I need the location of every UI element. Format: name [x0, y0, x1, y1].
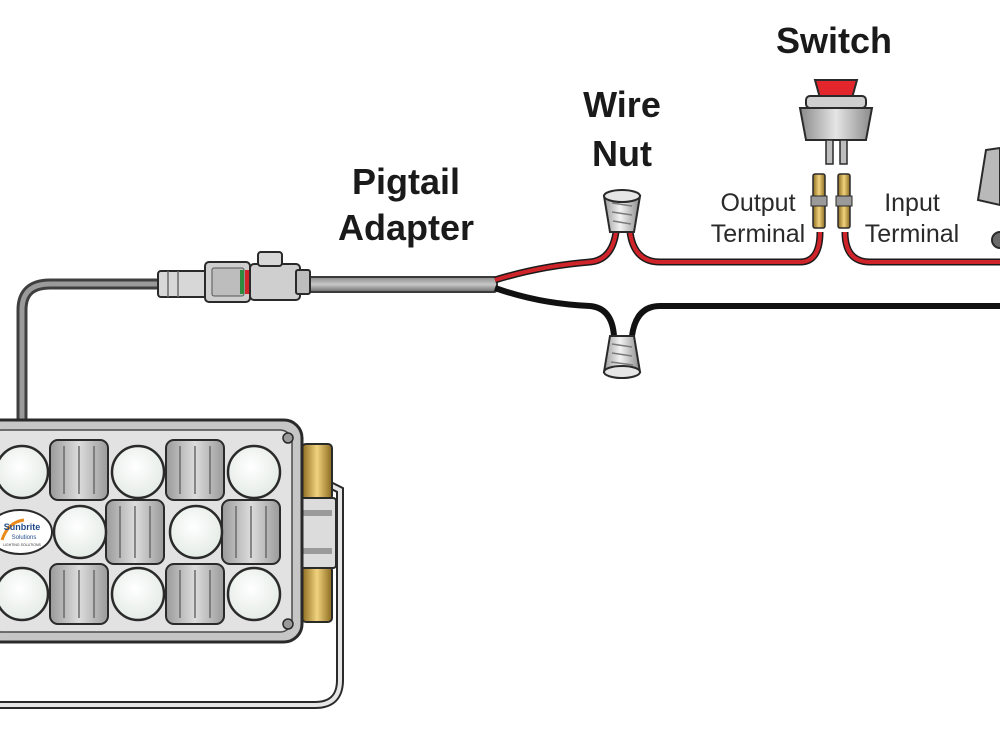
wire-nut-top [602, 189, 642, 233]
label-wire-nut-line2: Nut [592, 133, 652, 174]
label-input-line2: Terminal [865, 220, 959, 248]
logo-line1: Sunbrite [4, 522, 41, 532]
pigtail-cable [304, 276, 498, 293]
pigtail-connector [157, 251, 311, 303]
logo-tagline: LIGHTING SOLUTIONS [3, 543, 41, 547]
label-pigtail-line2: Adapter [338, 207, 474, 248]
sunbrite-logo: Sunbrite Solutions LIGHTING SOLUTIONS [0, 509, 53, 555]
label-output-line1: Output [720, 189, 795, 217]
positive-wire-red [493, 231, 1000, 284]
label-output-line2: Terminal [711, 220, 805, 248]
label-switch: Switch [776, 20, 892, 61]
label-input-line1: Input [884, 189, 940, 217]
label-wire-nut-line1: Wire [583, 84, 661, 125]
rocker-switch [798, 79, 874, 229]
light-power-cable [16, 278, 166, 426]
negative-wire-black [493, 285, 1000, 337]
led-light-head: Sunbrite Solutions LIGHTING SOLUTIONS [0, 418, 344, 709]
wire-nut-bottom [602, 335, 642, 379]
label-pigtail-line1: Pigtail [352, 161, 460, 202]
logo-line2: Solutions [12, 535, 37, 541]
power-source-partial [976, 146, 1000, 249]
